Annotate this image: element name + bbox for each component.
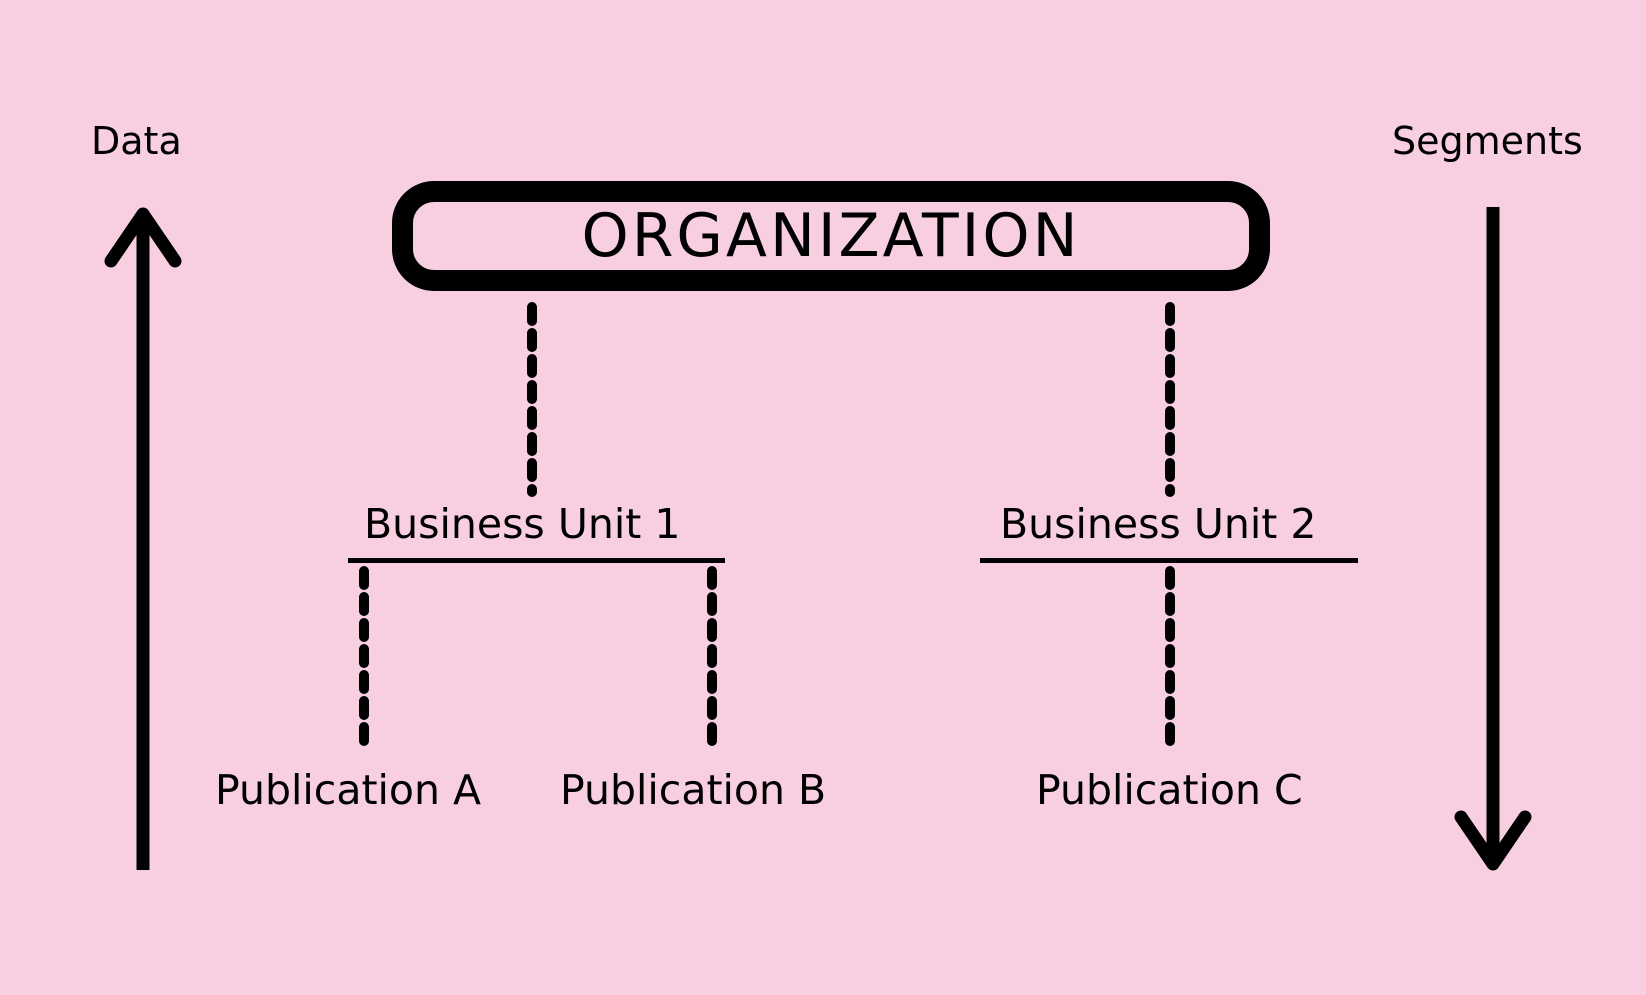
publication-a-label: Publication A	[215, 766, 482, 814]
organization-label: ORGANIZATION	[581, 201, 1081, 271]
organization-box: ORGANIZATION	[392, 181, 1270, 291]
business-unit-2-label: Business Unit 2	[1000, 500, 1317, 548]
business-unit-2-bar	[980, 558, 1358, 563]
business-unit-1-label: Business Unit 1	[364, 500, 681, 548]
publication-b-label: Publication B	[560, 766, 827, 814]
up-arrow-icon	[104, 207, 182, 870]
down-arrow-icon	[1454, 207, 1532, 871]
publication-c-label: Publication C	[1036, 766, 1303, 814]
data-axis-label: Data	[91, 119, 182, 163]
segments-axis-label: Segments	[1392, 119, 1583, 163]
business-unit-1-bar	[348, 558, 725, 563]
